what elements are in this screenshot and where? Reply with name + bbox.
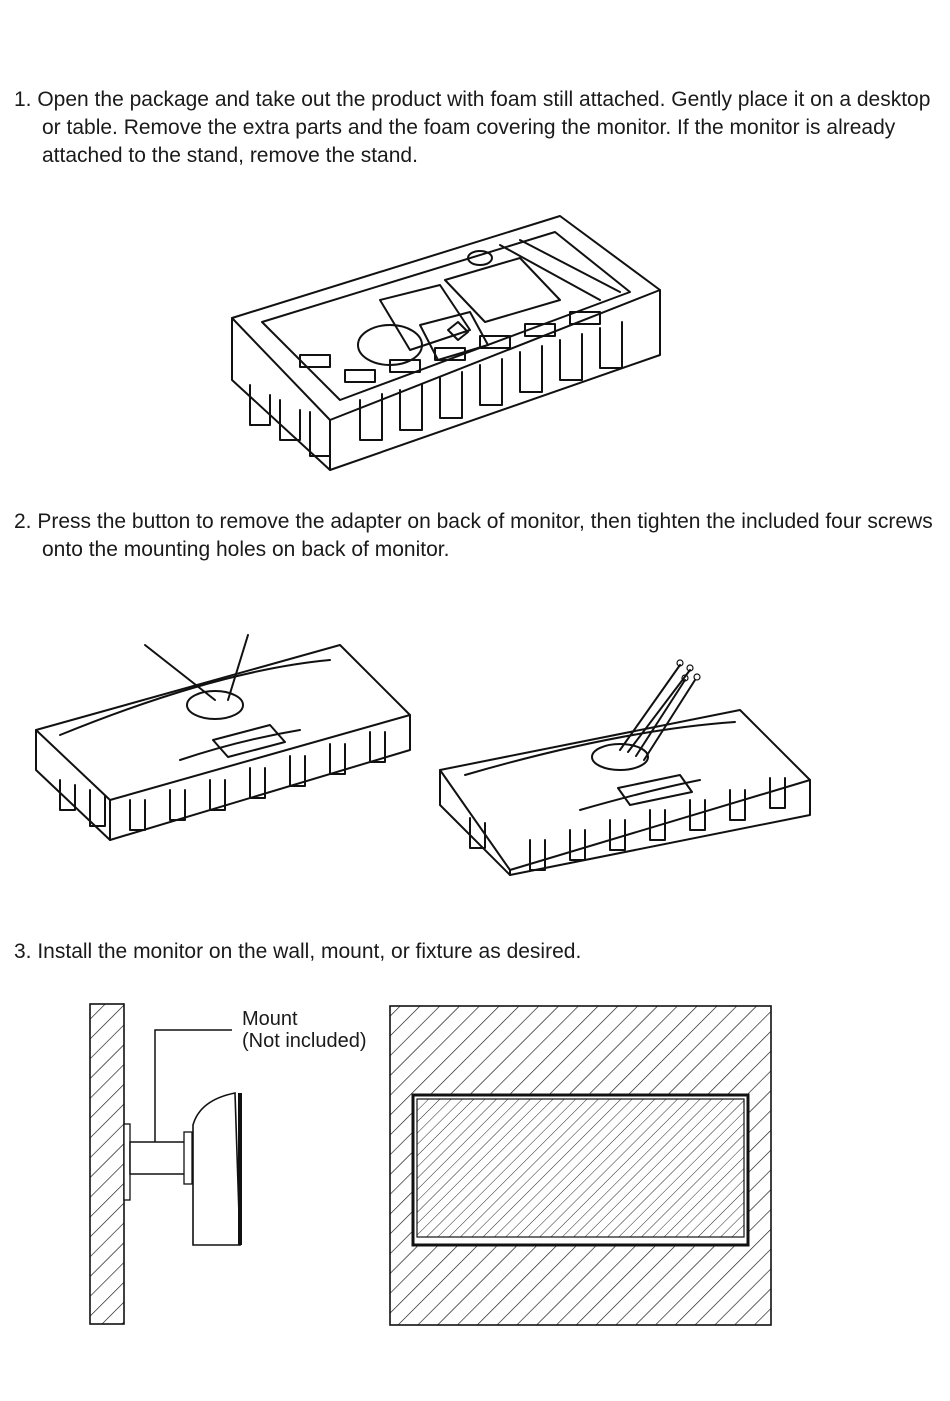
mount-label-line1: Mount — [242, 1008, 298, 1030]
step-2-text: 2. Press the button to remove the adapte… — [14, 510, 933, 561]
step-3-text: 3. Install the monitor on the wall, moun… — [14, 940, 582, 963]
foam-package-illustration — [231, 215, 661, 471]
remove-adapter-illustration — [35, 634, 811, 876]
mount-label-line2: (Not included) — [242, 1030, 367, 1052]
step-1-text: 1. Open the package and take out the pro… — [14, 88, 931, 167]
mount-label: Mount (Not included) — [242, 1008, 367, 1052]
